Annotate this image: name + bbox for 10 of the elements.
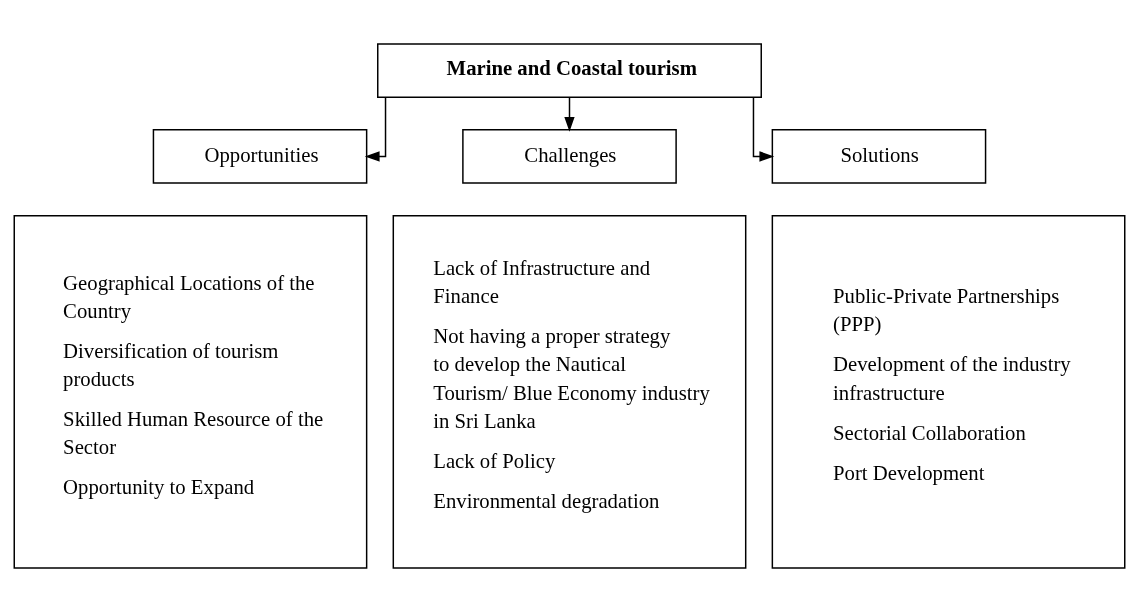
arrow — [364, 96, 387, 162]
node-box: Public-Private Partnerships (PPP) Development of the industry infrastructure Sectorial Collaboration Port Development — [771, 214, 1126, 569]
arrow — [752, 96, 775, 162]
node-box: Challenges — [462, 129, 677, 184]
arrow — [564, 96, 575, 132]
node-box: Marine and Coastal tourism — [377, 43, 762, 98]
node-box: Opportunities — [152, 129, 368, 184]
node-box: Lack of Infrastructure and Finance Not having a proper strategy to develop the Nautical Tourism/ Blue Economy industry in Sri Lanka Lack of Policy Environmental degradation — [392, 214, 747, 569]
node-box: Geographical Locations of the Country Diversification of tourism products Skilled Human Resource of the Sector Opportunity to Expand — [13, 214, 368, 569]
node-box: Solutions — [771, 129, 987, 184]
